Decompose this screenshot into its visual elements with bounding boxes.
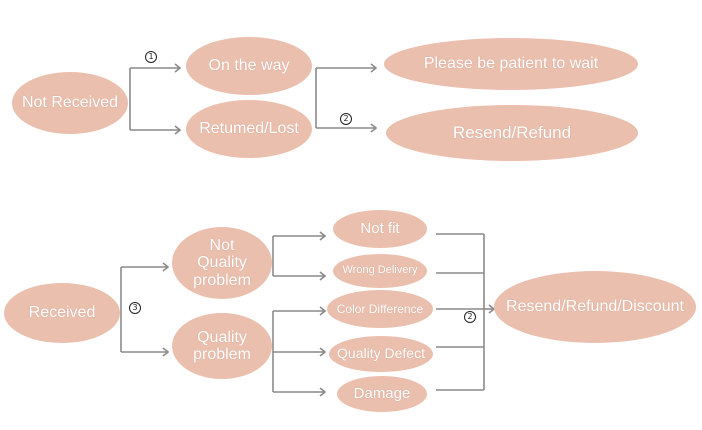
arrowhead — [162, 262, 170, 272]
node-label: Not Received — [21, 94, 119, 112]
node-label: On the way — [208, 57, 290, 75]
arrowhead — [370, 123, 378, 133]
node-label: Please be patient to wait — [423, 55, 599, 73]
marker-number: 2 — [467, 312, 473, 321]
arrowhead — [319, 306, 327, 316]
node-label: Damage — [353, 384, 411, 402]
node-label: Not fit — [360, 219, 400, 237]
node-label: Resend/Refund/Discount — [506, 298, 684, 316]
node-wrong-delivery: Wrong Delivery — [333, 254, 427, 288]
node-label: Wrong Delivery — [342, 264, 418, 277]
node-please-wait: Please be patient to wait — [384, 38, 638, 90]
step-marker-3: 3 — [129, 302, 141, 314]
arrowhead — [162, 347, 170, 357]
node-not-fit: Not fit — [333, 210, 427, 248]
node-damage: Damage — [337, 376, 427, 412]
node-quality-problem: Quality problem — [172, 313, 272, 379]
node-returned-lost: Retumed/Lost — [186, 100, 312, 158]
node-not-quality-problem: Not Quality problem — [172, 227, 272, 299]
arrowhead — [319, 387, 327, 397]
node-label: Quality problem — [193, 328, 251, 363]
node-label: Quality Defect — [337, 345, 425, 362]
marker-number: 2 — [343, 114, 349, 123]
node-quality-defect: Quality Defect — [329, 336, 433, 372]
arrowhead — [319, 231, 327, 241]
step-marker-2: 2 — [464, 311, 476, 323]
arrowhead — [319, 347, 327, 357]
node-on-the-way: On the way — [186, 37, 312, 95]
node-label: Received — [28, 304, 96, 322]
node-label: Not Quality problem — [193, 237, 251, 289]
arrowhead — [319, 271, 327, 281]
node-color-difference: Color Difference — [327, 290, 433, 328]
arrowhead — [174, 125, 182, 135]
node-resend-refund: Resend/Refund — [386, 105, 638, 161]
marker-number: 1 — [148, 52, 154, 61]
node-received: Received — [4, 283, 120, 343]
step-marker-1: 1 — [145, 51, 157, 63]
arrowhead — [370, 63, 378, 73]
step-marker-2: 2 — [340, 113, 352, 125]
node-label: Color Difference — [336, 301, 424, 316]
marker-number: 3 — [132, 303, 138, 312]
node-not-received: Not Received — [12, 72, 128, 134]
node-label: Resend/Refund — [452, 122, 572, 142]
node-resend-refund-discount: Resend/Refund/Discount — [494, 271, 696, 343]
node-label: Retumed/Lost — [199, 120, 299, 138]
arrowhead — [174, 63, 182, 73]
